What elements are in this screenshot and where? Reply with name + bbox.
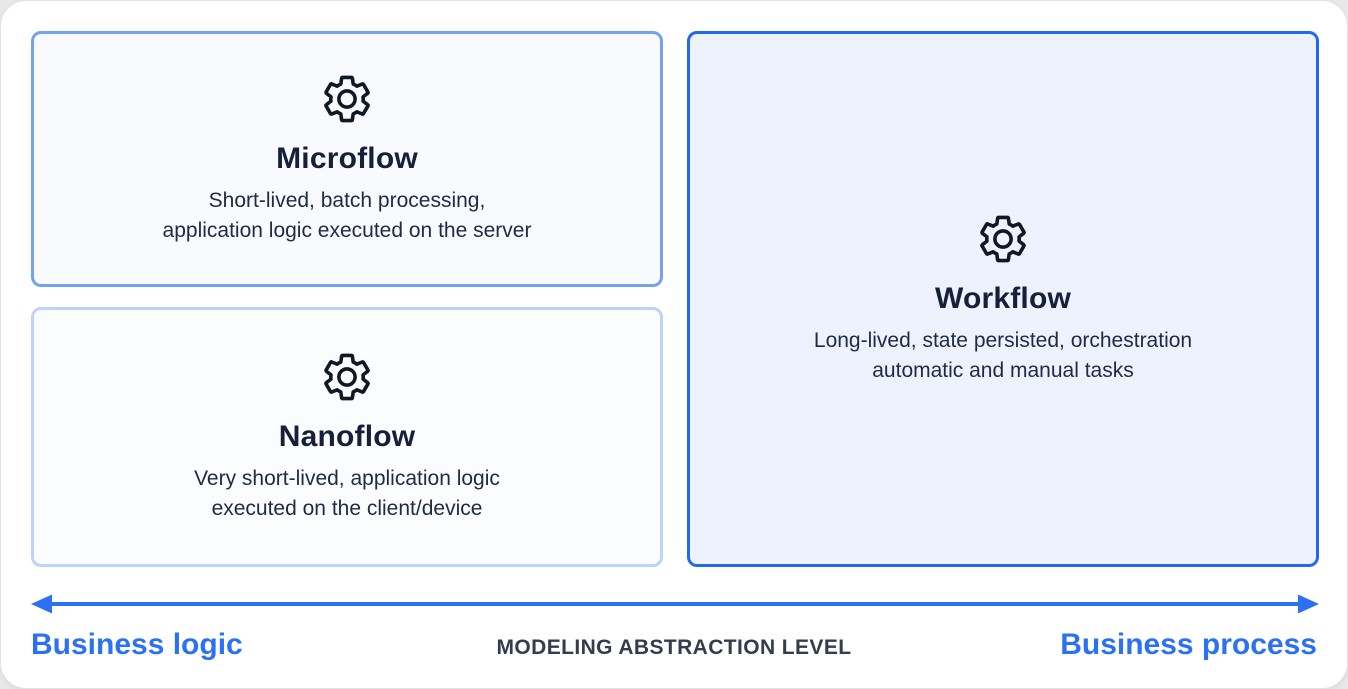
workflow-description: Long-lived, state persisted, orchestrati… [813, 329, 1193, 382]
gear-icon [324, 75, 370, 123]
nanoflow-card: Nanoflow Very short-lived, application l… [31, 307, 663, 567]
nanoflow-description: Very short-lived, application logic exec… [194, 467, 500, 520]
microflow-description: Short-lived, batch processing, applicati… [162, 189, 532, 242]
nanoflow-title: Nanoflow [278, 420, 416, 453]
microflow-card: Microflow Short-lived, batch processing,… [31, 31, 663, 287]
workflow-card: Workflow Long-lived, state persisted, or… [687, 31, 1319, 567]
axis-label-business-process: Business process [1060, 628, 1317, 661]
axis-label-modeling-abstraction-level: MODELING ABSTRACTION LEVEL [496, 636, 852, 659]
arrow-right-head-icon [1298, 594, 1319, 614]
arrow-left-head-icon [31, 594, 52, 614]
gear-icon [324, 353, 370, 401]
microflow-title: Microflow [276, 142, 418, 175]
axis-label-business-logic: Business logic [31, 628, 243, 661]
workflow-title: Workflow [934, 282, 1072, 315]
gear-icon [980, 215, 1026, 263]
abstraction-axis-arrow [31, 594, 1319, 614]
